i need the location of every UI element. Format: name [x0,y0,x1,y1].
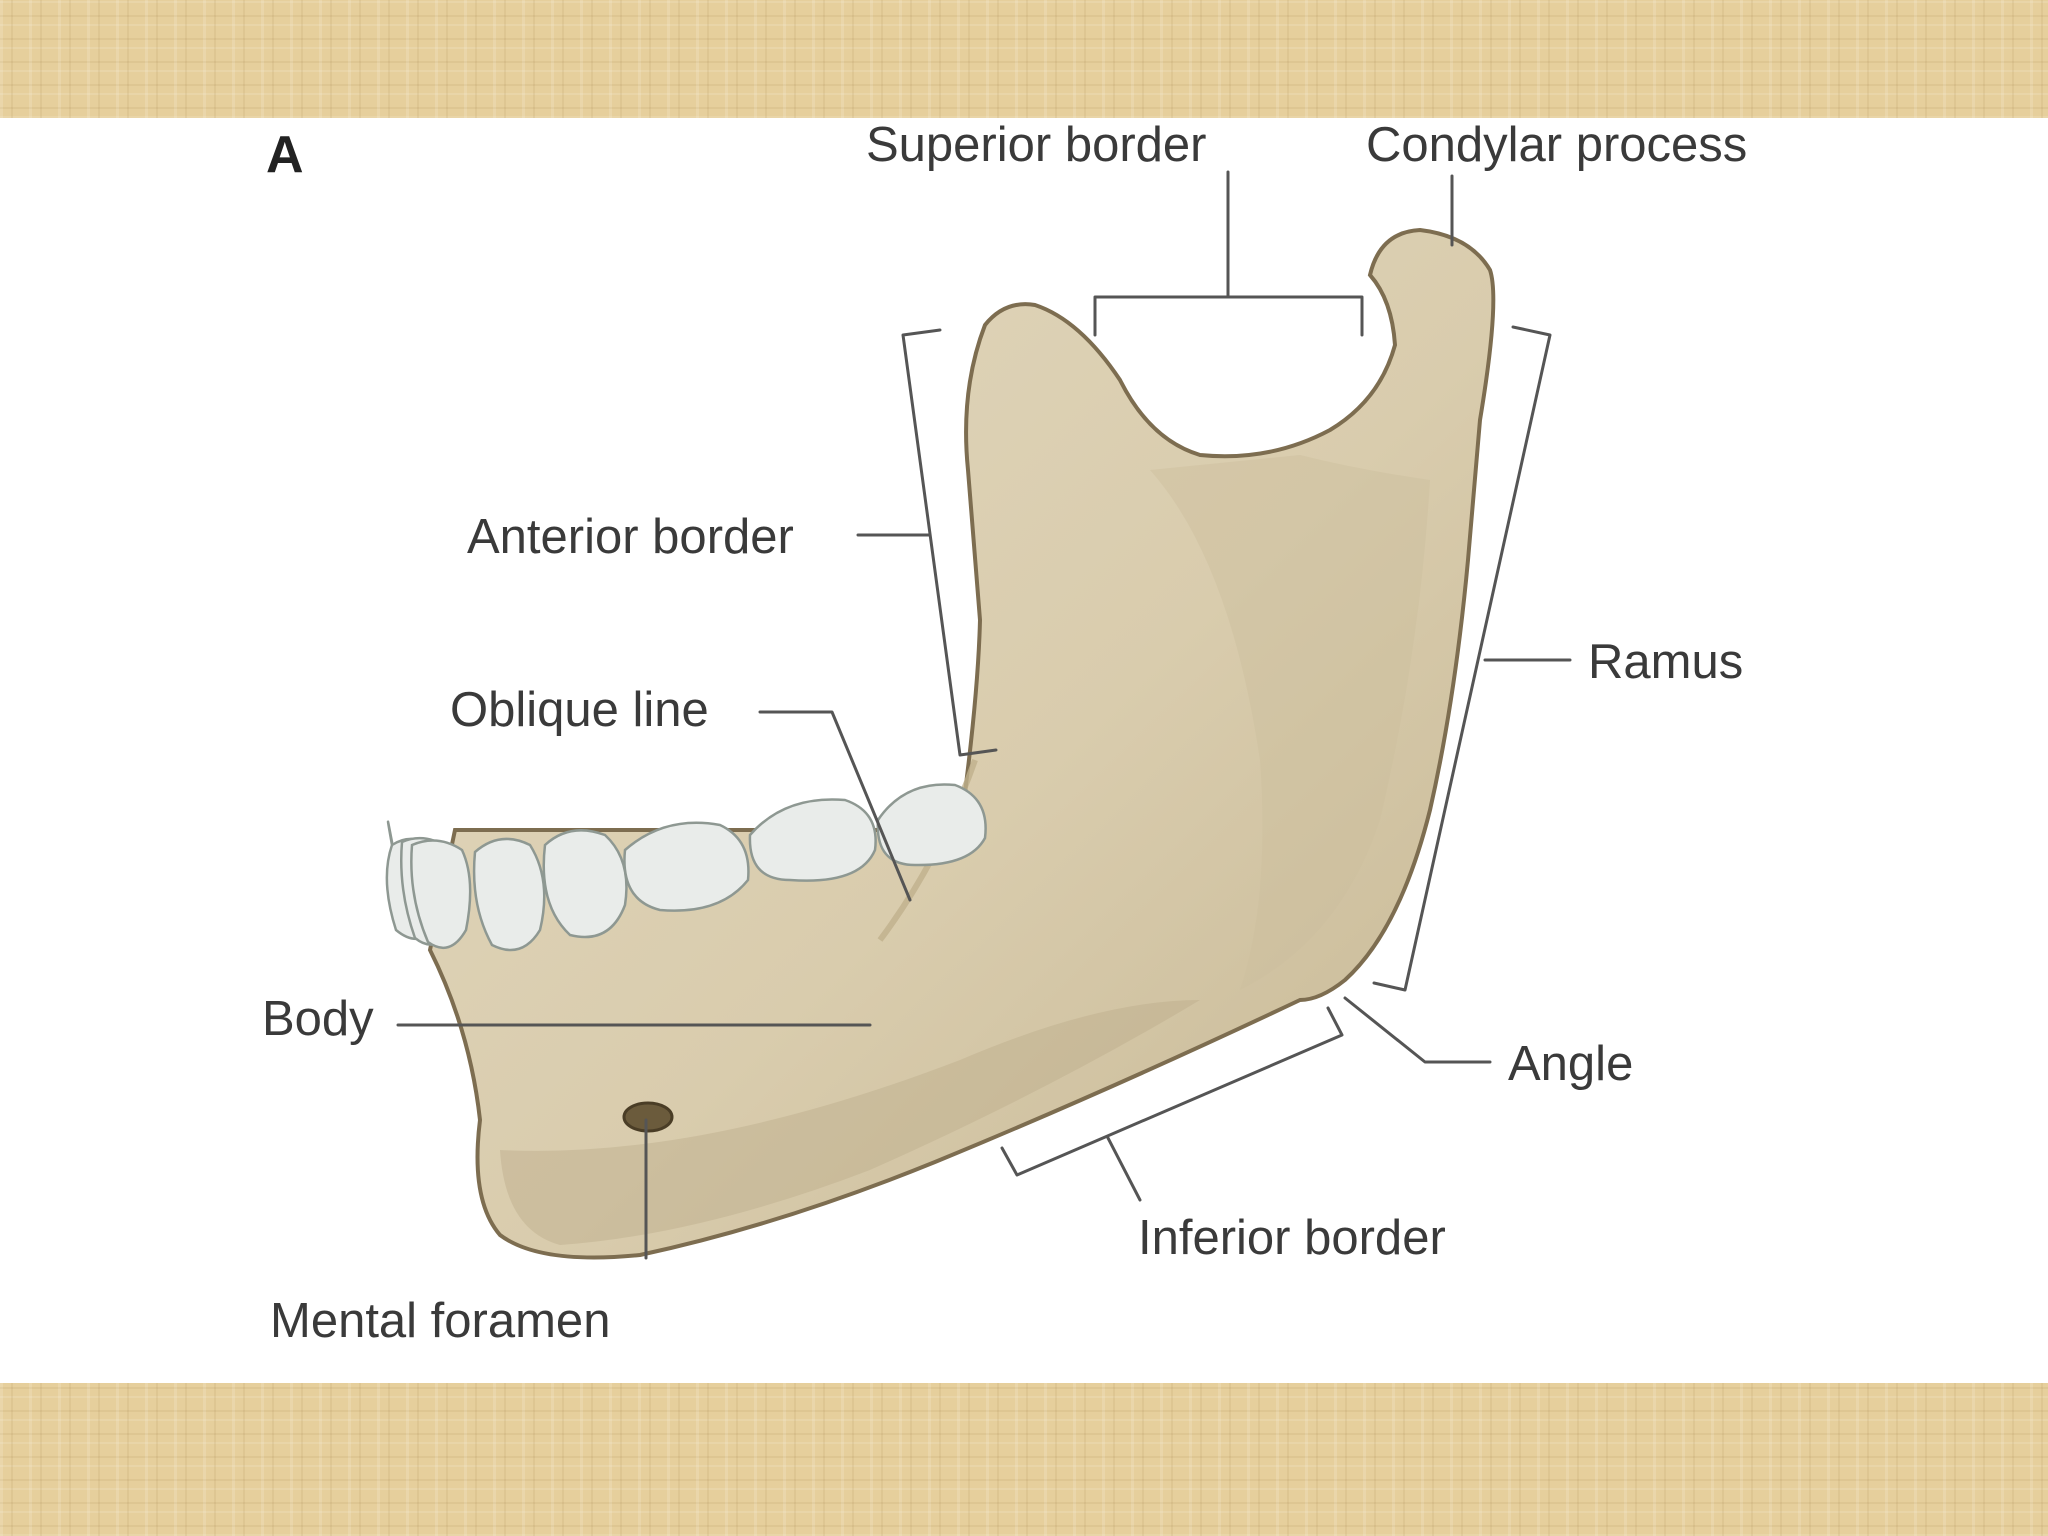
decorative-bottom-band [0,1383,2048,1536]
decorative-top-band [0,0,2048,118]
tooth [472,837,546,952]
mandible-bone [427,227,1496,1260]
tooth [410,839,472,950]
label-anterior-border: Anterior border [467,510,794,564]
label-oblique-line: Oblique line [450,683,709,737]
label-superior-border: Superior border [866,118,1206,172]
mental-foramen-hole [622,1101,674,1133]
label-ramus: Ramus [1588,635,1743,689]
ramus-bracket [1372,325,1572,992]
tooth [748,798,877,882]
angle-leader [1343,996,1492,1064]
ramus-shading [1150,455,1430,990]
inferior-border-bracket [1000,1006,1344,1202]
label-inferior-border: Inferior border [1138,1211,1446,1265]
panel-letter: A [266,126,304,184]
body-shading [500,1000,1200,1245]
oblique-line-leader [758,710,912,902]
label-condylar-process: Condylar process [1366,118,1747,172]
tooth [876,783,987,867]
leader-lines [396,170,1572,1260]
tooth [542,829,628,939]
label-body: Body [262,992,374,1046]
label-angle: Angle [1508,1037,1633,1091]
anterior-border-bracket [856,328,998,757]
tooth [623,821,750,912]
teeth-row [385,783,987,952]
superior-border-bracket [1093,170,1364,337]
label-mental-foramen: Mental foramen [270,1294,610,1348]
